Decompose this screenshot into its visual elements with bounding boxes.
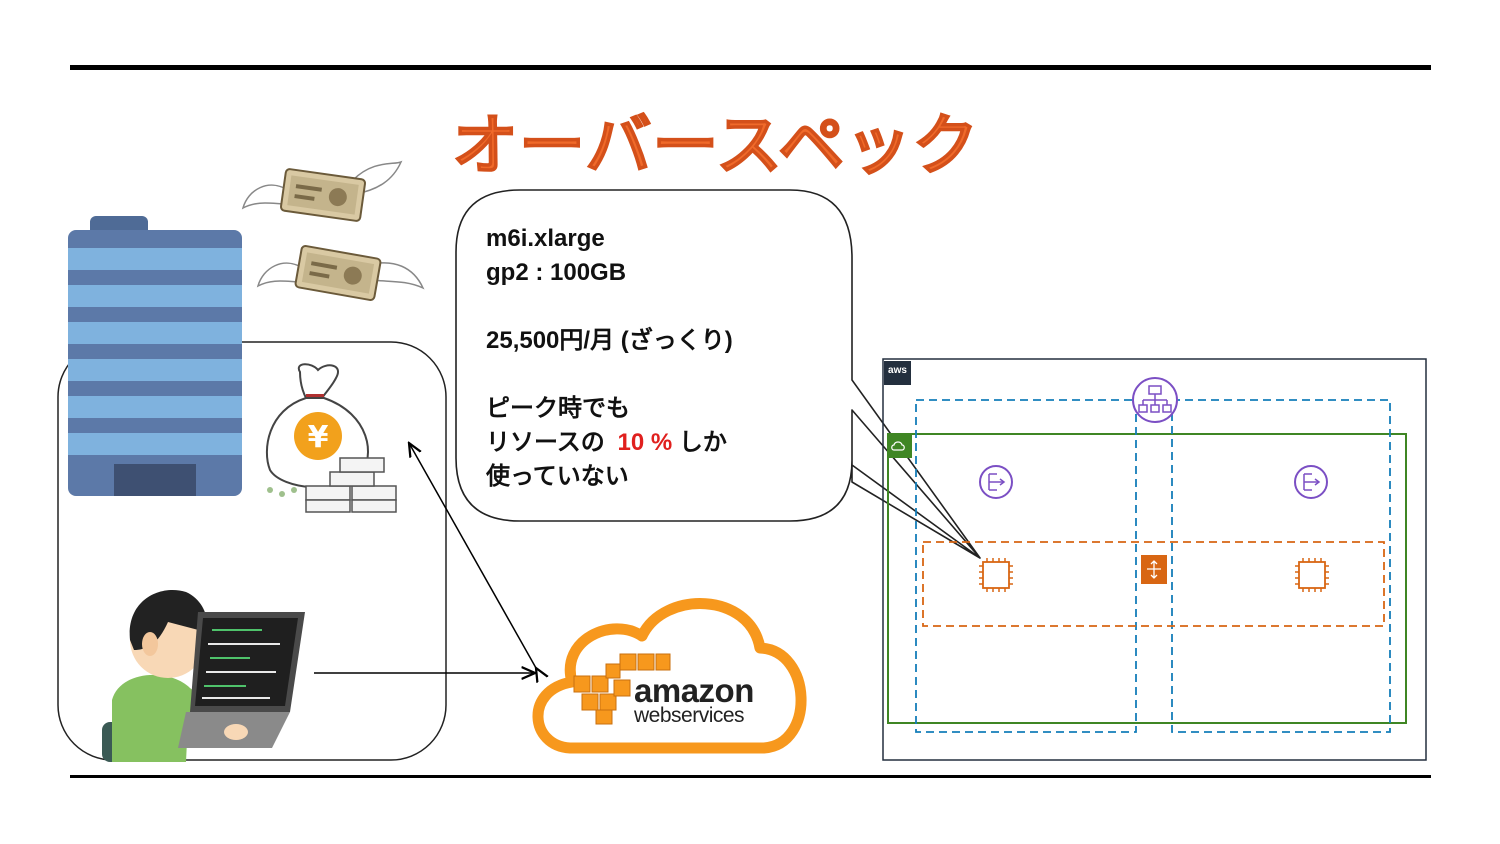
ec2-instance-icon <box>979 558 1013 592</box>
nat-gateway-icon <box>1294 465 1328 499</box>
speech-bubble <box>455 189 981 559</box>
slide-title: オーバースペック <box>451 106 980 185</box>
resource-prefix: リソースの <box>486 429 605 456</box>
load-balancer-icon <box>1132 377 1178 423</box>
usage-line: 使っていない <box>486 463 629 490</box>
svg-text:¥: ¥ <box>308 420 329 455</box>
monthly-cost-label: 25,500円/月 (ざっくり) <box>486 327 733 354</box>
vpc-frame <box>887 433 1407 724</box>
office-building-illustration <box>68 216 242 496</box>
top-rule <box>70 65 1431 70</box>
usage-percent-value: 10 % <box>617 429 673 456</box>
aws-to-money-arrow <box>409 443 536 668</box>
ec2-instance-icon <box>1295 558 1329 592</box>
instance-type-label: m6i.xlarge <box>486 225 605 252</box>
flying-money-illustration <box>256 245 425 301</box>
aws-cloud-frame <box>882 358 1427 761</box>
peak-line: ピーク時でも <box>486 395 630 422</box>
money-bag-illustration: ¥ <box>265 363 397 513</box>
aws-wordmark: amazon <box>634 672 754 709</box>
aws-subtitle: webservices <box>634 704 745 727</box>
autoscaling-icon <box>1141 555 1167 584</box>
storage-label: gp2 : 100GB <box>486 259 627 286</box>
resource-suffix: しか <box>678 429 727 456</box>
engineer-illustration <box>102 590 305 762</box>
speech-bubble-text: m6i.xlarge gp2 : 100GB 25,500円/月 (ざっくり) … <box>486 222 846 494</box>
az-frame-right <box>1171 399 1391 733</box>
aws-architecture-diagram <box>882 358 1427 761</box>
bottom-rule <box>70 775 1431 778</box>
nat-gateway-icon <box>979 465 1013 499</box>
aws-cloud-tag: aws <box>884 361 911 385</box>
autoscaling-group-frame <box>922 541 1385 627</box>
usage-percent-line: リソースの 10 % しか <box>486 426 846 460</box>
aws-logo <box>532 598 807 754</box>
az-frame-left <box>915 399 1137 733</box>
flying-money-illustration <box>241 160 403 222</box>
